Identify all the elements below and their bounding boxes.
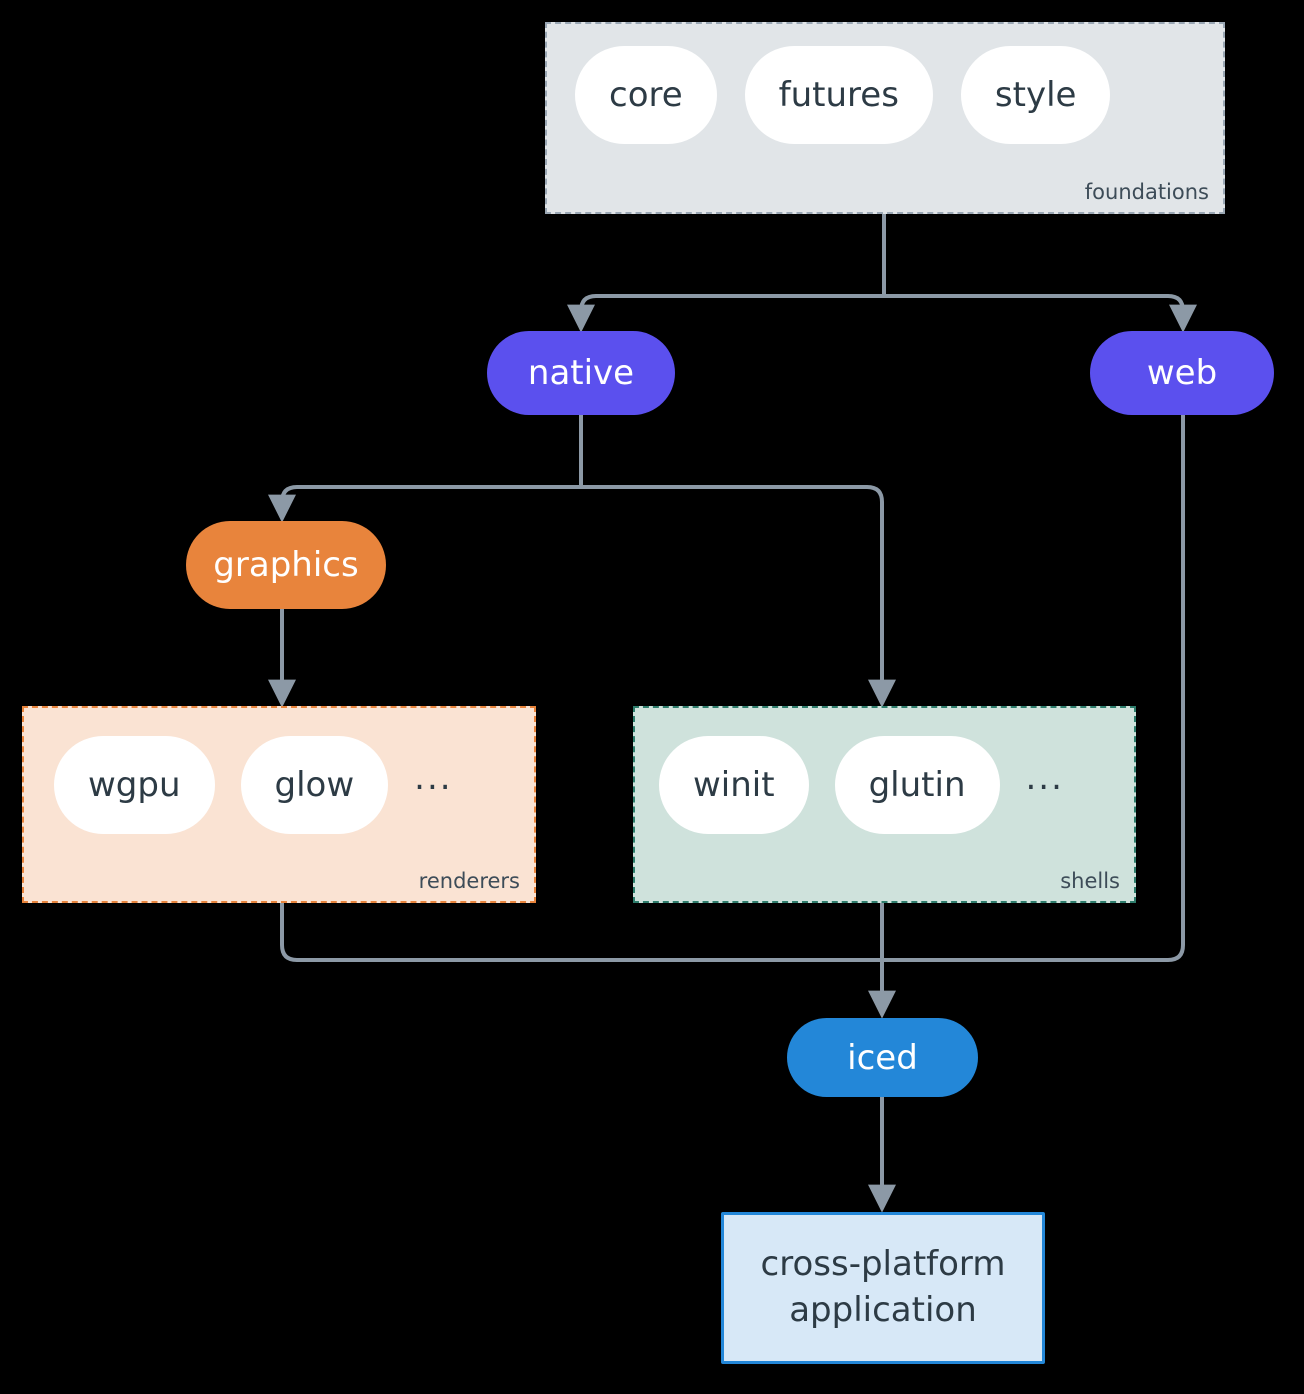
application-line-2: application <box>789 1290 977 1330</box>
node-core[interactable]: core <box>575 46 717 144</box>
node-glutin[interactable]: glutin <box>834 736 1000 834</box>
group-shells: winit glutin ... shells <box>633 706 1136 903</box>
renderers-ellipsis: ... <box>414 758 453 798</box>
group-foundations: core futures style foundations <box>545 22 1225 214</box>
group-renderers-label: renderers <box>418 869 520 893</box>
group-renderers-items: wgpu glow ... <box>24 736 534 834</box>
group-foundations-label: foundations <box>1084 180 1209 204</box>
node-winit[interactable]: winit <box>659 736 809 834</box>
node-style[interactable]: style <box>960 46 1111 144</box>
edge-foundations-to-native <box>567 294 884 333</box>
application-line-1: cross-platform <box>760 1244 1006 1285</box>
group-renderers: wgpu glow ... renderers <box>22 706 536 903</box>
group-shells-label: shells <box>1060 869 1120 893</box>
edge-native-to-shells <box>581 485 896 708</box>
group-shells-items: winit glutin ... <box>635 736 1134 834</box>
edge-renderers-to-iced <box>280 903 882 962</box>
node-futures[interactable]: futures <box>744 46 933 144</box>
node-graphics[interactable]: graphics <box>186 521 386 609</box>
shells-ellipsis: ... <box>1025 758 1064 798</box>
node-native[interactable]: native <box>487 331 675 415</box>
node-cross-platform-application[interactable]: cross-platform application <box>721 1212 1045 1364</box>
node-wgpu[interactable]: wgpu <box>54 736 215 834</box>
edge-foundations-to-web <box>884 294 1197 333</box>
node-iced[interactable]: iced <box>787 1018 978 1097</box>
group-foundations-items: core futures style <box>547 46 1223 144</box>
node-glow[interactable]: glow <box>240 736 389 834</box>
node-web[interactable]: web <box>1090 331 1274 415</box>
edge-native-to-graphics <box>268 485 581 523</box>
